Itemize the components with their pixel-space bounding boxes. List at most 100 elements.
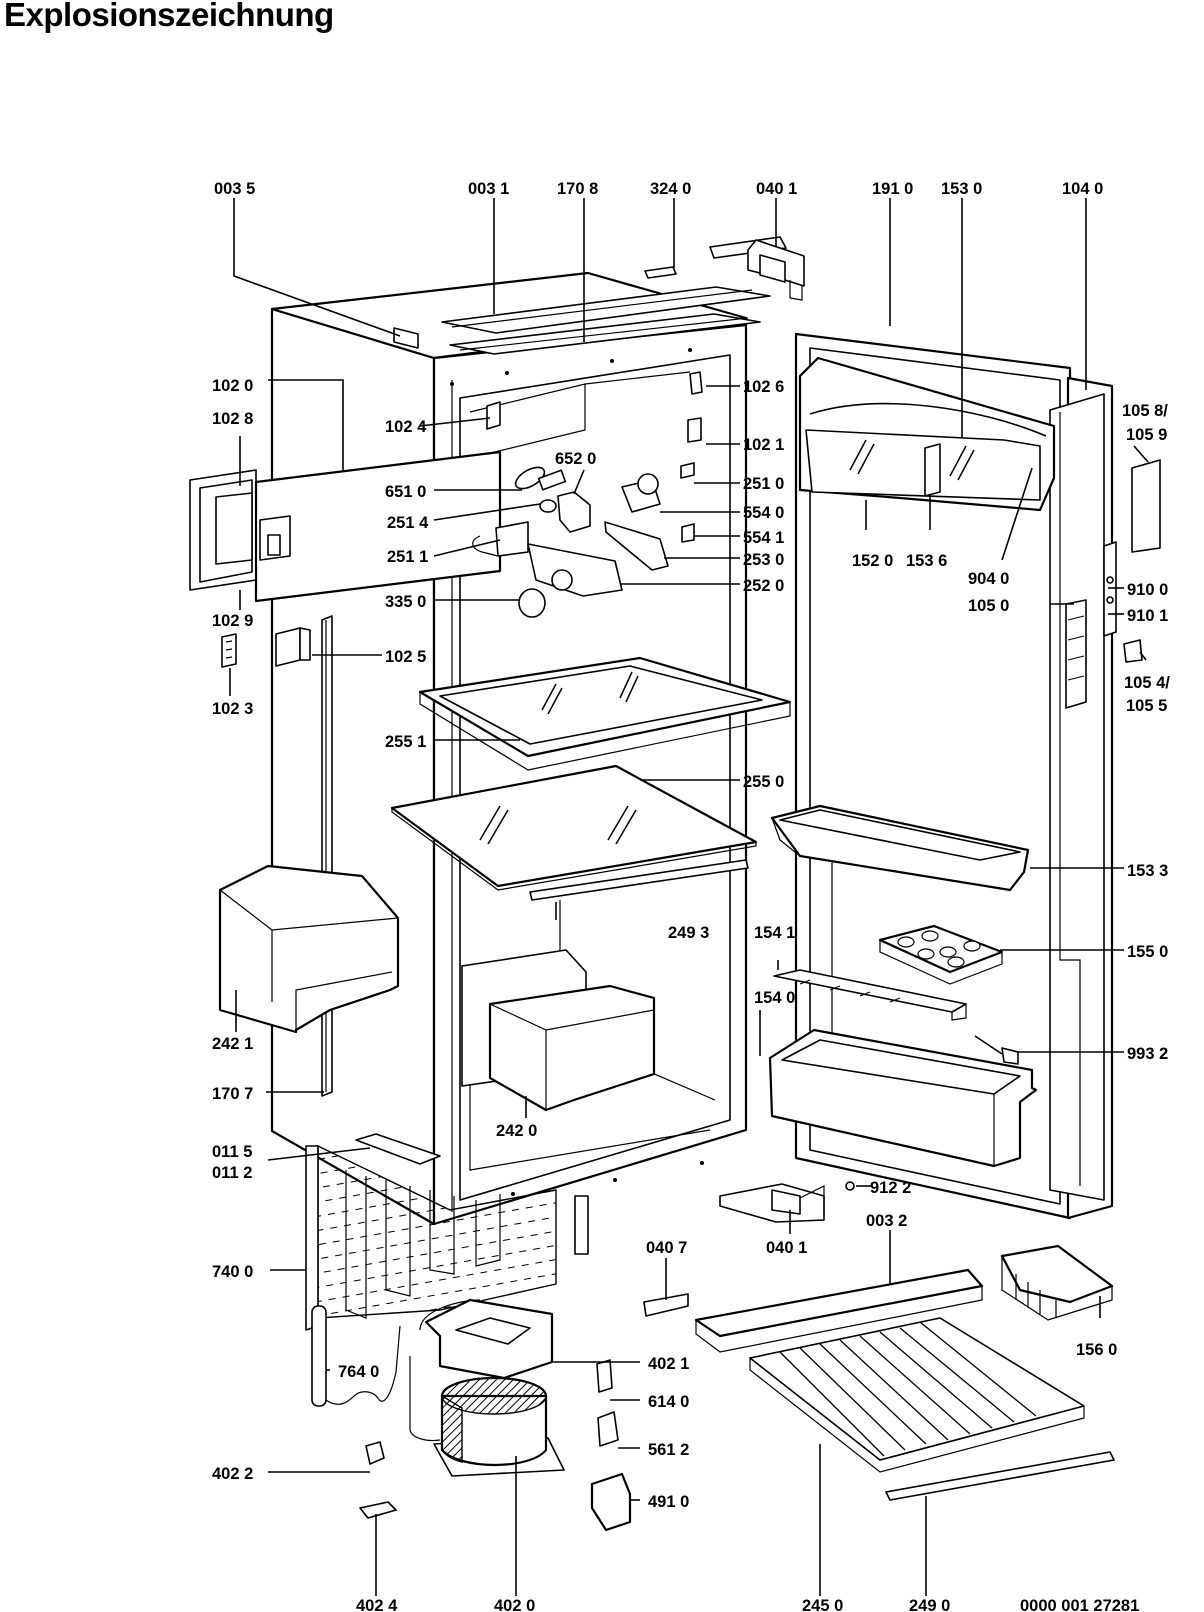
part-label: 324 0 — [650, 180, 691, 198]
glass-shelf-frame — [418, 656, 792, 771]
part-label: 102 9 — [212, 612, 253, 630]
part-label: 153 6 — [906, 552, 947, 570]
part-label: 402 0 — [494, 1597, 535, 1612]
egg-tray — [878, 924, 1004, 985]
part-label: 249 3 — [668, 924, 709, 942]
part-label: 105 8/ — [1122, 402, 1168, 420]
bottom-plate — [355, 1133, 441, 1165]
part-label: 170 8 — [557, 180, 598, 198]
part-label: 102 4 — [385, 418, 427, 436]
part-label: 170 7 — [212, 1085, 253, 1103]
part-label: 003 1 — [468, 180, 509, 198]
document-number: 0000 001 27281 — [1020, 1597, 1139, 1612]
part-label: 245 0 — [802, 1597, 843, 1612]
front-strip — [885, 1451, 1115, 1501]
part-label: 040 7 — [646, 1239, 687, 1257]
part-label: 156 0 — [1076, 1341, 1117, 1359]
part-label: 105 4/ — [1124, 674, 1170, 692]
crisper-drawer — [461, 949, 656, 1112]
compressor-small-parts — [359, 1441, 397, 1519]
electrical-parts — [590, 1359, 632, 1532]
part-label: 102 1 — [743, 436, 784, 454]
part-label: 191 0 — [872, 180, 913, 198]
part-label: 402 2 — [212, 1465, 253, 1483]
compressor-tray — [424, 1298, 554, 1380]
part-label: 154 0 — [754, 989, 795, 1007]
left-container — [218, 864, 400, 1034]
part-label: 251 0 — [743, 475, 784, 493]
part-label: 003 2 — [866, 1212, 907, 1230]
part-label: 105 5 — [1126, 697, 1167, 715]
part-label: 491 0 — [648, 1493, 689, 1511]
part-label: 102 5 — [385, 648, 426, 666]
part-label: 652 0 — [555, 450, 596, 468]
capillary-sensor — [311, 1305, 401, 1407]
small-key-part — [974, 1035, 1019, 1065]
part-label: 249 0 — [909, 1597, 950, 1612]
part-label: 402 1 — [648, 1355, 689, 1373]
part-label: 153 0 — [941, 180, 982, 198]
ice-cube-tray — [1000, 1244, 1114, 1321]
part-number-labels: 003 5 003 1 170 8 324 0 040 1 191 0 153 … — [212, 180, 1170, 1612]
small-brackets-upper — [486, 371, 703, 479]
door-hinge-parts — [1103, 459, 1161, 663]
part-label: 912 2 — [870, 1179, 911, 1197]
part-label: 993 2 — [1127, 1045, 1168, 1063]
part-label: 554 0 — [743, 504, 784, 522]
bottom-cover-plate — [694, 1268, 984, 1353]
part-label: 904 0 — [968, 570, 1009, 588]
upper-hinge-bracket — [709, 236, 805, 301]
part-label: 402 4 — [356, 1597, 398, 1612]
part-label: 154 1 — [754, 924, 795, 942]
part-label: 561 2 — [648, 1441, 689, 1459]
vertical-rail — [321, 615, 333, 1097]
part-label: 251 4 — [387, 514, 429, 532]
part-label: 105 0 — [968, 597, 1009, 615]
shelf-strip — [529, 859, 749, 901]
part-label: 102 3 — [212, 700, 253, 718]
part-label: 105 9 — [1126, 426, 1167, 444]
compressor — [409, 1299, 565, 1477]
part-label: 910 1 — [1127, 607, 1168, 625]
small-plate — [643, 1293, 689, 1317]
part-label: 255 1 — [385, 733, 426, 751]
part-label: 651 0 — [385, 483, 426, 501]
part-label: 242 1 — [212, 1035, 253, 1053]
lower-side-brackets — [221, 627, 311, 668]
part-label: 152 0 — [852, 552, 893, 570]
part-label: 011 5 — [212, 1143, 252, 1161]
part-label: 242 0 — [496, 1122, 537, 1140]
top-rails — [393, 266, 771, 355]
part-label: 764 0 — [338, 1363, 379, 1381]
part-label: 102 8 — [212, 410, 253, 428]
part-label: 040 1 — [756, 180, 797, 198]
glass-plate — [390, 764, 758, 891]
page-title: Explosionszeichnung — [4, 0, 334, 33]
bottle-retainer — [773, 969, 967, 1021]
part-label: 255 0 — [743, 773, 784, 791]
door-shelf — [770, 804, 1030, 892]
part-label: 011 2 — [212, 1164, 252, 1182]
part-label: 554 1 — [743, 529, 784, 547]
part-label: 910 0 — [1127, 581, 1168, 599]
part-label: 003 5 — [214, 180, 255, 198]
lower-hinge-bracket — [719, 1181, 855, 1223]
thermostat-control-unit — [472, 466, 695, 618]
door-handle — [1065, 599, 1087, 709]
part-label: 335 0 — [385, 593, 426, 611]
part-label: 251 1 — [387, 548, 428, 566]
door-bin-lower — [768, 1028, 1038, 1168]
part-label: 253 0 — [743, 551, 784, 569]
door-compartment-upper — [798, 356, 1056, 512]
part-label: 740 0 — [212, 1263, 253, 1281]
part-label: 155 0 — [1127, 943, 1168, 961]
part-label: 040 1 — [766, 1239, 807, 1257]
part-label: 614 0 — [648, 1393, 689, 1411]
part-label: 102 0 — [212, 377, 253, 395]
part-label: 102 6 — [743, 378, 784, 396]
leader-lines — [229, 198, 1149, 1596]
part-label: 104 0 — [1062, 180, 1103, 198]
wire-shelf — [749, 1317, 1085, 1473]
part-label: 252 0 — [743, 577, 784, 595]
